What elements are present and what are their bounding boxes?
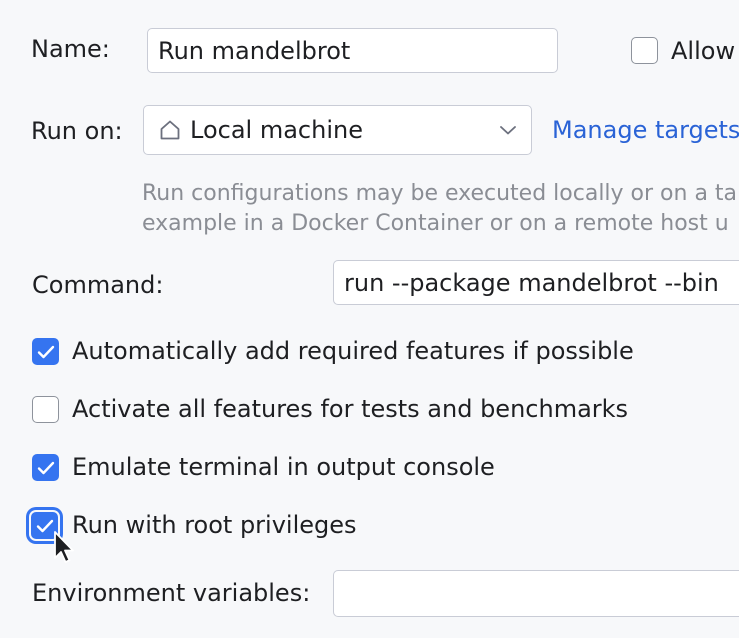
root-privileges-label: Run with root privileges <box>72 511 357 539</box>
run-on-label: Run on: <box>31 117 123 145</box>
name-label: Name: <box>31 35 110 63</box>
emulate-terminal-label: Emulate terminal in output console <box>72 453 495 481</box>
command-input-value: run --package mandelbrot --bin <box>344 268 719 297</box>
checkmark-icon <box>37 345 54 358</box>
auto-features-checkbox[interactable] <box>32 338 59 365</box>
root-privileges-checkbox[interactable] <box>31 512 58 539</box>
env-vars-label: Environment variables: <box>32 579 311 607</box>
auto-features-label: Automatically add required features if p… <box>72 337 634 365</box>
command-input[interactable]: run --package mandelbrot --bin <box>333 260 739 305</box>
run-on-select[interactable]: Local machine <box>143 105 532 155</box>
run-on-hint-line2: example in a Docker Container or on a re… <box>142 211 729 236</box>
manage-targets-link[interactable]: Manage targets <box>552 116 739 144</box>
all-features-checkbox[interactable] <box>32 396 59 423</box>
run-on-value: Local machine <box>190 116 363 144</box>
allow-checkbox[interactable] <box>631 37 658 64</box>
checkmark-icon <box>37 461 54 474</box>
run-on-hint-line1: Run configurations may be executed local… <box>142 181 738 206</box>
name-input-value: Run mandelbrot <box>158 36 351 65</box>
allow-label: Allow <box>671 37 736 65</box>
all-features-label: Activate all features for tests and benc… <box>72 395 629 423</box>
chevron-down-icon <box>499 124 517 136</box>
mouse-pointer-icon <box>54 531 74 563</box>
command-label: Command: <box>32 271 164 299</box>
env-vars-input[interactable] <box>333 570 739 617</box>
emulate-terminal-checkbox[interactable] <box>32 454 59 481</box>
checkmark-icon <box>36 519 53 532</box>
name-input[interactable]: Run mandelbrot <box>147 28 558 73</box>
home-icon <box>158 118 182 142</box>
